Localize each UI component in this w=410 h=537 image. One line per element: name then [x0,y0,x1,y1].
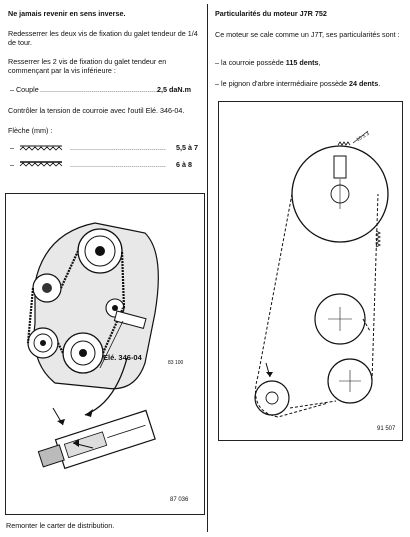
belt-diagram [254,130,389,418]
fleche-dots-2: ........................................… [70,160,166,169]
left-para-loosen: Redesserrer les deux vis de fixation du … [8,29,198,47]
fleche-label: Flèche (mm) : [8,126,53,135]
left-footer: Remonter le carter de distribution. [6,521,115,530]
svg-text:–: – [10,162,14,169]
tool-label: Elé. 346-04 [103,353,142,362]
left-title: Ne jamais revenir en sens inverse. [8,9,126,18]
fleche-value-2: 6 à 8 [176,160,192,169]
column-divider [207,4,208,532]
right-figure-number: 91 507 [377,426,396,432]
fleche-dots-1: ........................................… [70,143,166,152]
svg-text:–: – [10,145,14,152]
right-intro: Ce moteur se cale comme un J7T, ses part… [215,30,400,39]
control-text: Contrôler la tension de courroie avec l'… [8,106,185,115]
right-item-pinion: – le pignon d'arbre intermédiaire possèd… [215,79,381,88]
belt-symbol-icon: – – [10,145,63,169]
couple-dots: ........................................… [40,85,158,94]
couple-label: – Couple [10,85,39,94]
engine-drawing [26,222,159,470]
right-title: Particularités du moteur J7R 752 [215,9,327,18]
right-item-belt: – la courroie possède 115 dents, [215,58,321,67]
couple-value: 2,5 daN.m [157,85,191,94]
figure-ref-small: 83 100 [168,360,184,366]
fleche-value-1: 5,5 à 7 [176,143,198,152]
left-figure-number: 87 036 [170,497,189,503]
left-para-tighten: Resserrer les 2 vis de fixation du galet… [8,57,167,75]
